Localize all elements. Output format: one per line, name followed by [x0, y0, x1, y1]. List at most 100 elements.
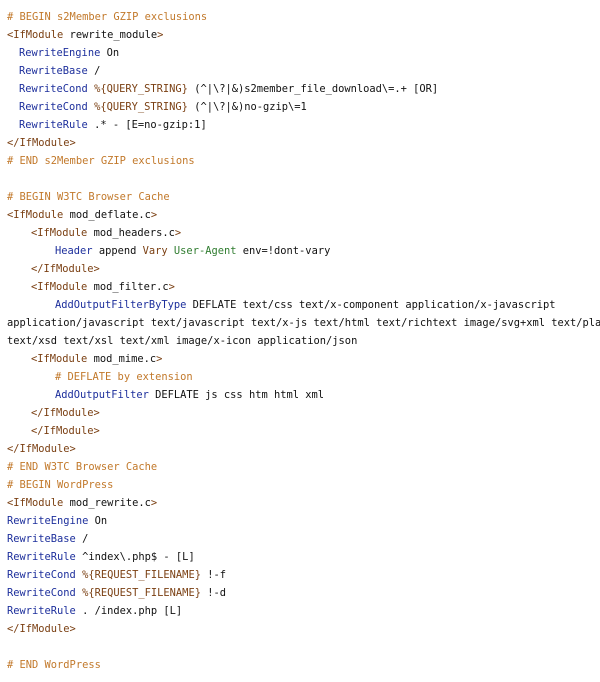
- code-line: RewriteEngine On: [0, 44, 600, 62]
- module-name: mod_rewrite.c: [69, 497, 151, 509]
- directive-name: RewriteEngine: [19, 47, 101, 59]
- directive-value: /: [82, 533, 89, 545]
- module-close-tag: </IfModule>: [31, 425, 100, 437]
- condition-pattern: (^|\?|&)no-gzip\=1: [194, 101, 307, 113]
- module-open-tag: <IfModule: [7, 29, 70, 41]
- module-open-tag: <IfModule: [31, 353, 94, 365]
- header-action: append: [98, 245, 137, 257]
- code-line: <IfModule mod_rewrite.c>: [0, 494, 600, 512]
- blank-line: [0, 170, 600, 188]
- module-tag-end: >: [156, 353, 163, 365]
- directive-value: On: [94, 515, 108, 527]
- module-name: mod_headers.c: [93, 227, 175, 239]
- module-name: mod_deflate.c: [69, 209, 151, 221]
- module-tag-end: >: [174, 227, 182, 239]
- module-name: mod_mime.c: [93, 353, 157, 365]
- module-close-tag: </IfModule>: [7, 443, 76, 455]
- code-line: Header append Vary User-Agent env=!dont-…: [0, 242, 600, 260]
- server-variable: %{REQUEST_FILENAME}: [82, 569, 201, 581]
- directive-name: AddOutputFilterByType: [55, 299, 187, 311]
- code-line: RewriteRule ^index\.php$ - [L]: [0, 548, 600, 566]
- directive-value: . /index.php [L]: [82, 605, 183, 617]
- code-comment: # BEGIN WordPress: [7, 479, 114, 491]
- directive-name: RewriteEngine: [7, 515, 89, 527]
- code-line: # BEGIN W3TC Browser Cache: [0, 188, 600, 206]
- header-value: User-Agent: [173, 245, 237, 257]
- code-line: </IfModule>: [0, 422, 600, 440]
- code-line: application/javascript text/javascript t…: [0, 314, 600, 332]
- code-line: <IfModule rewrite_module>: [0, 26, 600, 44]
- condition-pattern: !-d: [207, 587, 226, 599]
- code-line: RewriteEngine On: [0, 512, 600, 530]
- directive-name: RewriteCond: [19, 101, 88, 113]
- directive-name: Header: [55, 245, 93, 257]
- module-tag-end: >: [157, 29, 164, 41]
- code-line: RewriteRule .* - [E=no-gzip:1]: [0, 116, 600, 134]
- server-variable: %{QUERY_STRING}: [94, 101, 188, 113]
- module-tag-end: >: [168, 281, 175, 293]
- condition-pattern: !-f: [207, 569, 226, 581]
- code-line: </IfModule>: [0, 260, 600, 278]
- header-field: Vary: [142, 245, 168, 257]
- continued-text: text/xsd text/xsl text/xml image/x-icon …: [7, 335, 358, 347]
- code-line: # END W3TC Browser Cache: [0, 458, 600, 476]
- htaccess-code-listing: # BEGIN s2Member GZIP exclusions <IfModul…: [0, 8, 600, 674]
- code-line: RewriteBase /: [0, 62, 600, 80]
- continued-text: application/javascript text/javascript t…: [7, 317, 600, 329]
- server-variable: %{REQUEST_FILENAME}: [82, 587, 201, 599]
- directive-value: DEFLATE js css htm html xml: [155, 389, 325, 401]
- directive-name: RewriteCond: [19, 83, 88, 95]
- condition-pattern: (^|\?|&)s2member_file_download\=.+ [OR]: [194, 83, 439, 95]
- directive-value: .* - [E=no-gzip:1]: [94, 119, 207, 131]
- code-line: <IfModule mod_mime.c>: [0, 350, 600, 368]
- code-line: </IfModule>: [0, 440, 600, 458]
- module-name: mod_filter.c: [93, 281, 169, 293]
- code-comment: # BEGIN W3TC Browser Cache: [7, 191, 170, 203]
- directive-value: DEFLATE text/css text/x-component applic…: [192, 299, 556, 311]
- code-line: <IfModule mod_headers.c>: [0, 224, 600, 242]
- code-line: RewriteBase /: [0, 530, 600, 548]
- directive-name: RewriteRule: [7, 605, 76, 617]
- module-name: rewrite_module: [69, 29, 158, 41]
- code-line: </IfModule>: [0, 620, 600, 638]
- code-line: text/xsd text/xsl text/xml image/x-icon …: [0, 332, 600, 350]
- module-open-tag: <IfModule: [31, 281, 94, 293]
- code-line: </IfModule>: [0, 404, 600, 422]
- blank-line: [0, 638, 600, 656]
- directive-name: RewriteBase: [7, 533, 76, 545]
- module-tag-end: >: [150, 497, 158, 509]
- code-line: RewriteRule . /index.php [L]: [0, 602, 600, 620]
- code-line: RewriteCond %{QUERY_STRING} (^|\?|&)s2me…: [0, 80, 600, 98]
- code-line: RewriteCond %{REQUEST_FILENAME} !-f: [0, 566, 600, 584]
- module-open-tag: <IfModule: [7, 209, 70, 221]
- code-line: # END WordPress: [0, 656, 600, 674]
- directive-name: AddOutputFilter: [55, 389, 149, 401]
- directive-name: RewriteRule: [7, 551, 76, 563]
- module-open-tag: <IfModule: [7, 497, 70, 509]
- code-line: # DEFLATE by extension: [0, 368, 600, 386]
- code-line: <IfModule mod_filter.c>: [0, 278, 600, 296]
- code-line: RewriteCond %{REQUEST_FILENAME} !-d: [0, 584, 600, 602]
- directive-name: RewriteBase: [19, 65, 88, 77]
- directive-value: On: [106, 47, 120, 59]
- code-line: <IfModule mod_deflate.c>: [0, 206, 600, 224]
- code-line: # BEGIN WordPress: [0, 476, 600, 494]
- directive-name: RewriteCond: [7, 569, 76, 581]
- server-variable: %{QUERY_STRING}: [94, 83, 188, 95]
- code-line: # END s2Member GZIP exclusions: [0, 152, 600, 170]
- module-close-tag: </IfModule>: [7, 623, 76, 635]
- code-line: AddOutputFilterByType DEFLATE text/css t…: [0, 296, 600, 314]
- code-line: AddOutputFilter DEFLATE js css htm html …: [0, 386, 600, 404]
- module-open-tag: <IfModule: [31, 227, 94, 239]
- code-comment: # END W3TC Browser Cache: [7, 461, 158, 473]
- code-line: RewriteCond %{QUERY_STRING} (^|\?|&)no-g…: [0, 98, 600, 116]
- directive-value: ^index\.php$ - [L]: [82, 551, 195, 563]
- directive-value: /: [94, 65, 101, 77]
- header-condition: env=!dont-vary: [242, 245, 331, 257]
- module-tag-end: >: [150, 209, 158, 221]
- directive-name: RewriteCond: [7, 587, 76, 599]
- code-comment: # BEGIN s2Member GZIP exclusions: [7, 11, 208, 23]
- code-comment: # END WordPress: [7, 659, 101, 671]
- code-comment: # END s2Member GZIP exclusions: [7, 155, 195, 167]
- module-close-tag: </IfModule>: [31, 263, 100, 275]
